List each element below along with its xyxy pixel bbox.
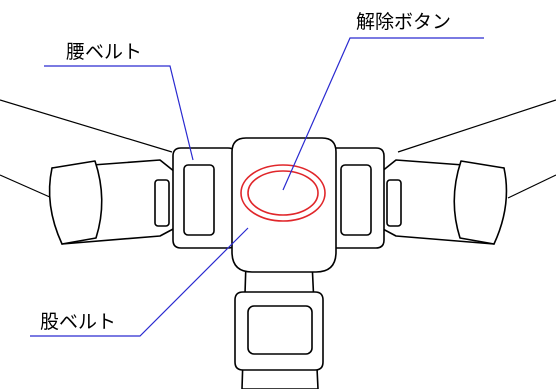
shoulder-straps — [0, 99, 556, 199]
left-tongue — [172, 147, 237, 249]
waist-belt-left — [48, 159, 176, 245]
release-button[interactable] — [240, 164, 326, 222]
release-button-leader — [282, 37, 484, 191]
leader-lines — [30, 37, 484, 337]
crotch-belt-leader — [30, 227, 249, 337]
release-button-label: 解除ボタン — [356, 11, 451, 33]
crotch-belt-label: 股ベルト — [40, 311, 116, 333]
waist-belt-leader — [44, 65, 194, 161]
waist-belt-right — [380, 159, 508, 245]
waist-belt-label: 腰ベルト — [66, 41, 142, 63]
crotch-belt — [234, 261, 324, 389]
